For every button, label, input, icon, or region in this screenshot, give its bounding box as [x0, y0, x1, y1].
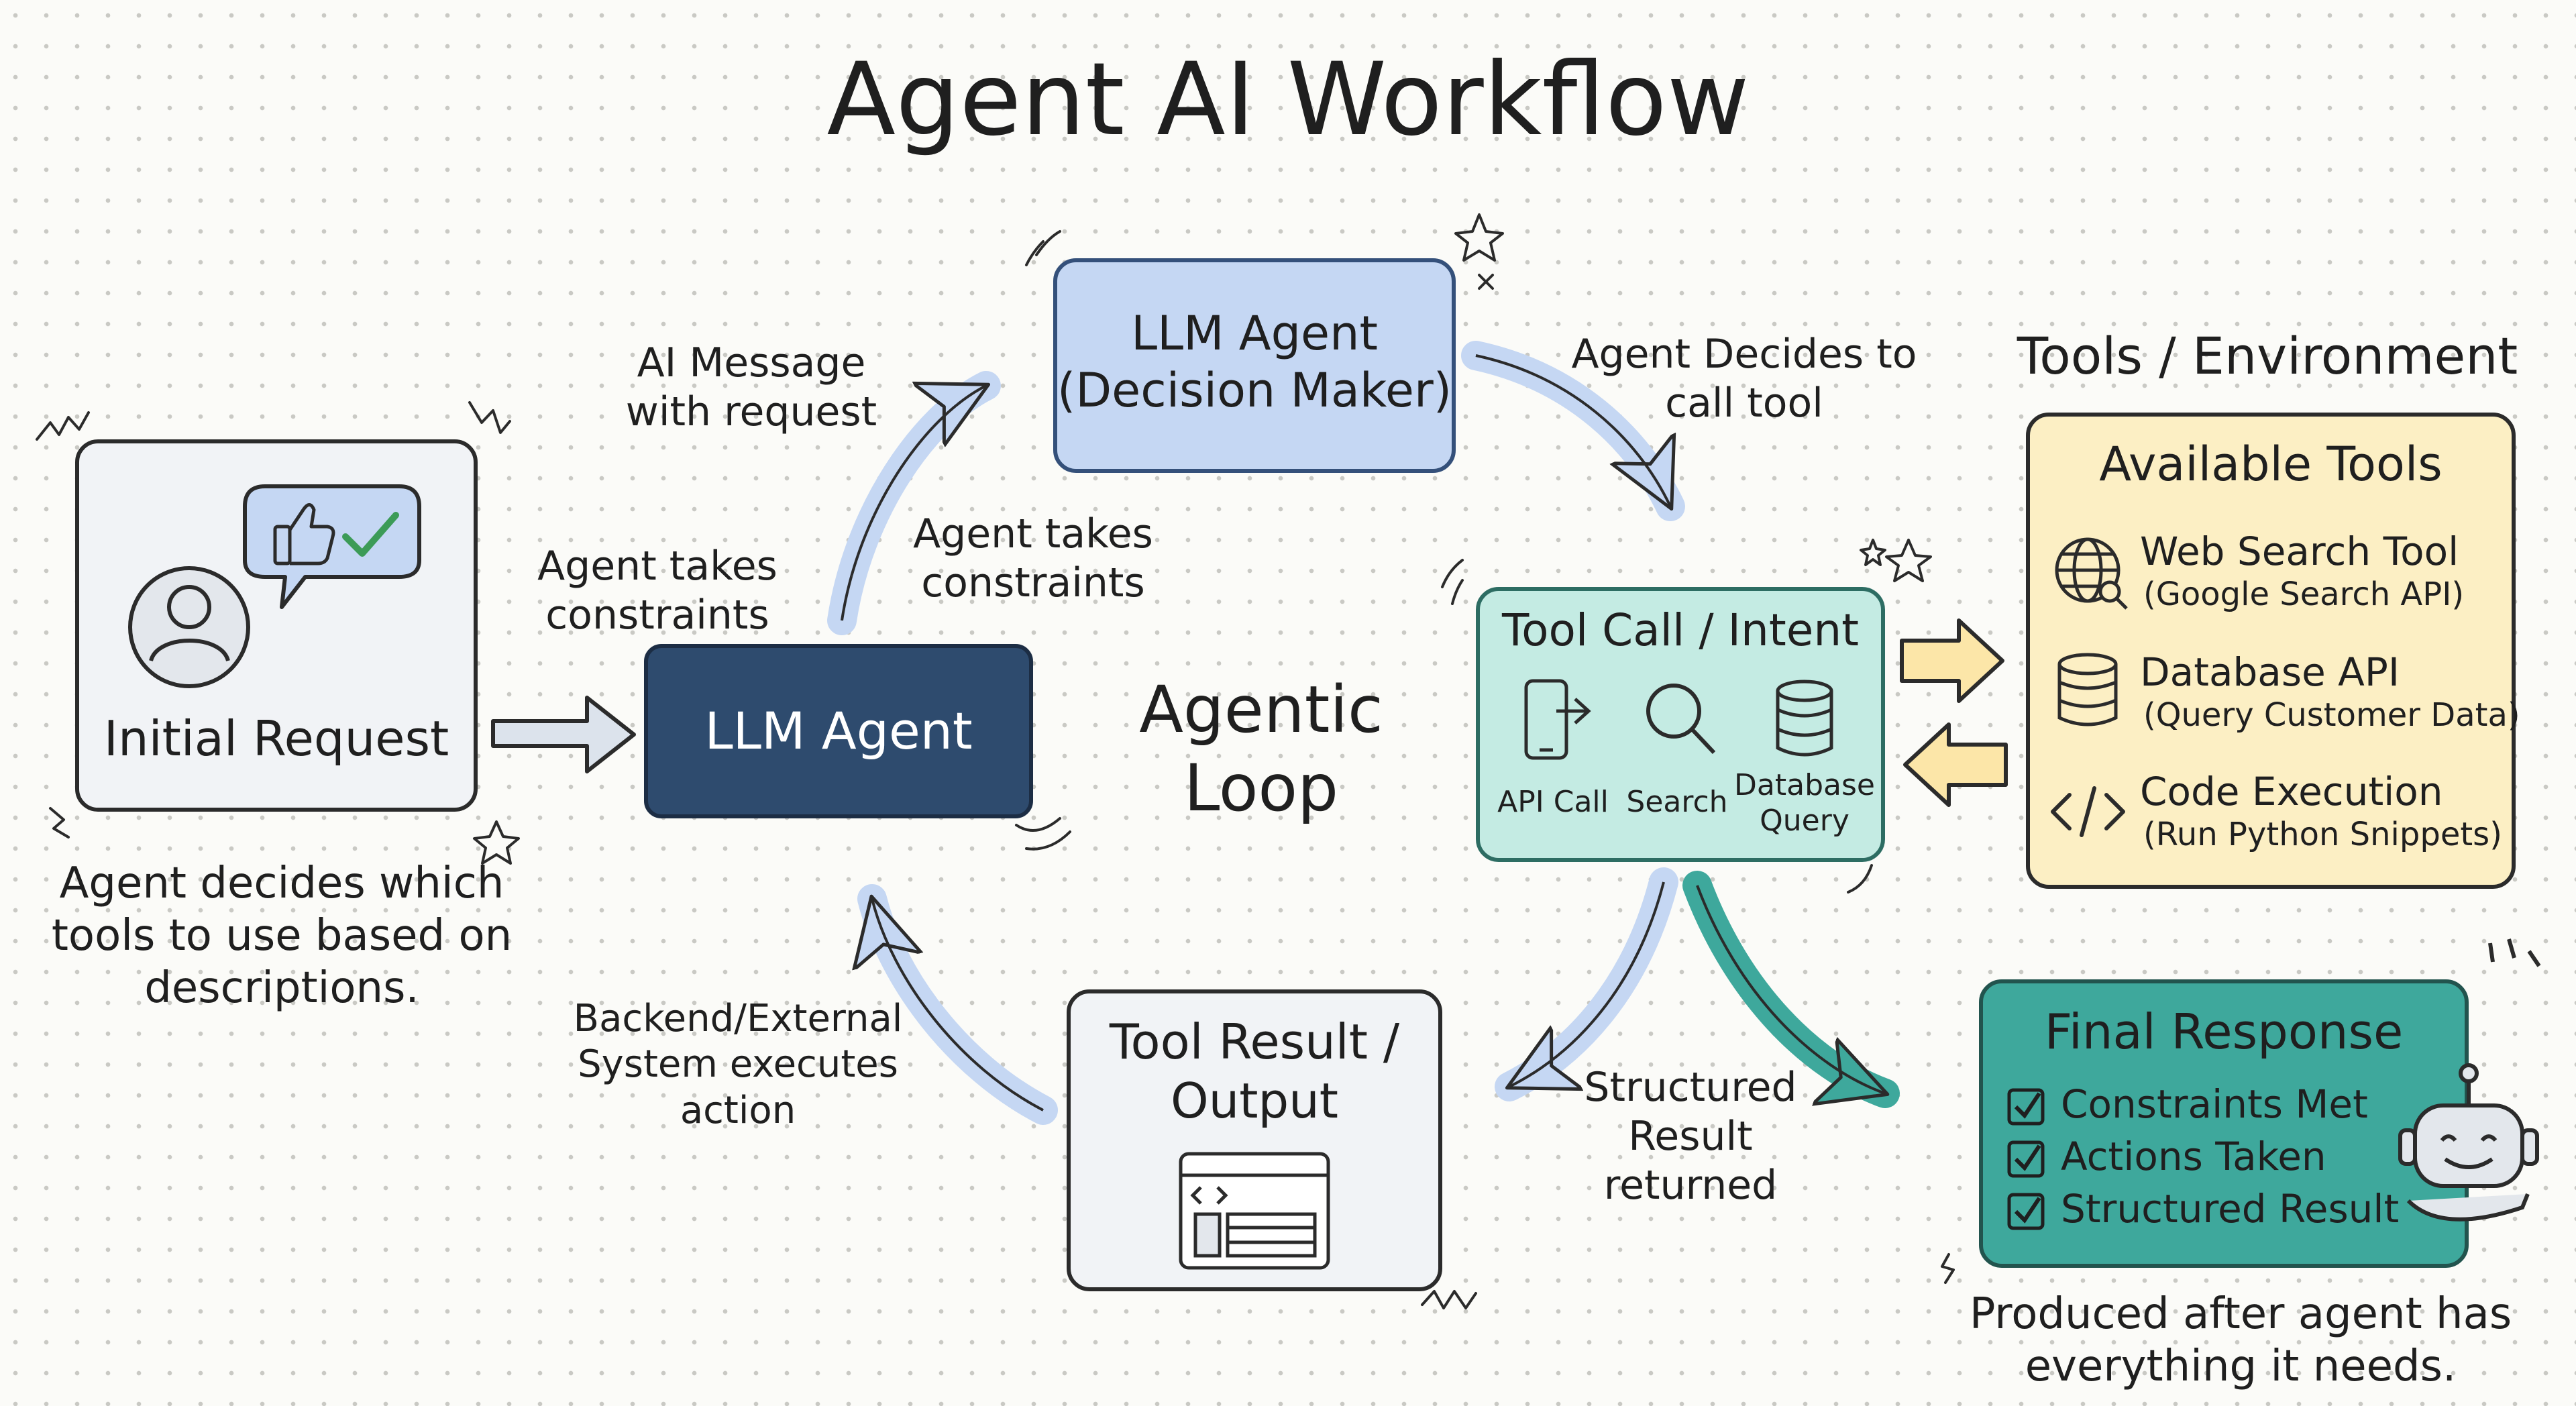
arrow-tools-to-intent — [1903, 722, 2008, 807]
tool-call-search-label: Search — [1626, 785, 1728, 819]
magnifier-icon — [1646, 684, 1716, 755]
label-structured-result: Structured Result returned — [1584, 1064, 1797, 1209]
tool-call-database-label: Database Query — [1734, 768, 1875, 838]
initial-request-title: Initial Request — [103, 710, 449, 767]
tool-call-api-label: API Call — [1497, 785, 1609, 819]
user-avatar-icon — [128, 566, 250, 688]
tool-name-database-api: Database API — [2140, 649, 2400, 695]
check-constraints-met: Constraints Met — [2061, 1081, 2368, 1127]
checkbox-icon — [2007, 1140, 2045, 1178]
arrow-intent-to-tools — [1900, 618, 2004, 703]
checkbox-icon — [2007, 1088, 2045, 1126]
checkbox-icon — [2007, 1193, 2045, 1230]
decision-maker-line1: LLM Agent — [1131, 306, 1378, 361]
tool-detail-code-execution: (Run Python Snippets) — [2143, 816, 2502, 853]
label-constraints-left: Agent takes constraints — [537, 543, 777, 639]
database-icon — [2057, 653, 2118, 726]
thumbs-up-icon — [273, 503, 335, 565]
tool-detail-web-search: (Google Search API) — [2143, 576, 2465, 613]
agentic-loop-line1: Agentic — [1139, 672, 1383, 747]
page-title: Agent AI Workflow — [826, 42, 1750, 158]
tool-result-title: Tool Result / Output — [1109, 1014, 1400, 1129]
tool-call-box — [1476, 587, 1885, 862]
tool-name-code-execution: Code Execution — [2140, 769, 2443, 814]
label-ai-message: AI Message with request — [625, 339, 877, 436]
sparkle-doodle — [36, 213, 1955, 1309]
decision-maker-line2: (Decision Maker) — [1057, 363, 1452, 419]
check-actions-taken: Actions Taken — [2061, 1134, 2326, 1179]
llm-agent-title: LLM Agent — [704, 701, 973, 761]
check-icon — [342, 512, 399, 557]
label-agent-decides: Agent Decides to call tool — [1571, 331, 1917, 427]
phone-export-icon — [1524, 679, 1591, 760]
robot-icon — [2398, 938, 2541, 1222]
code-window-icon — [1179, 1152, 1330, 1270]
final-response-title: Final Response — [2044, 1004, 2404, 1060]
final-response-note: Produced after agent has everything it n… — [1969, 1289, 2512, 1392]
agentic-loop-label: Agentic Loop — [1060, 671, 1462, 828]
arrow-intent-to-final — [1682, 871, 1900, 1108]
database-icon — [1776, 680, 1833, 757]
available-tools-box — [2026, 413, 2516, 889]
label-constraints-mid: Agent takes constraints — [913, 510, 1153, 607]
final-response-box — [1979, 979, 2469, 1268]
tool-call-title: Tool Call / Intent — [1501, 604, 1860, 656]
check-structured-result: Structured Result — [2061, 1186, 2400, 1232]
globe-icon — [2055, 537, 2128, 610]
tool-name-web-search: Web Search Tool — [2140, 529, 2459, 574]
decision-maker-title: LLM Agent (Decision Maker) — [1053, 305, 1456, 420]
available-tools-title: Available Tools — [2099, 437, 2443, 492]
chat-bubble-icon — [243, 484, 421, 609]
arrow-intent-to-result — [1495, 867, 1678, 1101]
llm-agent-box — [644, 644, 1033, 818]
decision-maker-box — [1053, 258, 1456, 473]
label-backend: Backend/External System executes action — [573, 997, 903, 1132]
tool-detail-database-api: (Query Customer Data) — [2143, 696, 2520, 734]
environment-heading: Tools / Environment — [2017, 326, 2518, 386]
initial-request-note: Agent decides which tools to use based o… — [51, 859, 513, 1014]
arrow-request-to-llm — [491, 696, 636, 773]
agentic-loop-line2: Loop — [1183, 751, 1339, 826]
code-icon — [2051, 786, 2125, 837]
